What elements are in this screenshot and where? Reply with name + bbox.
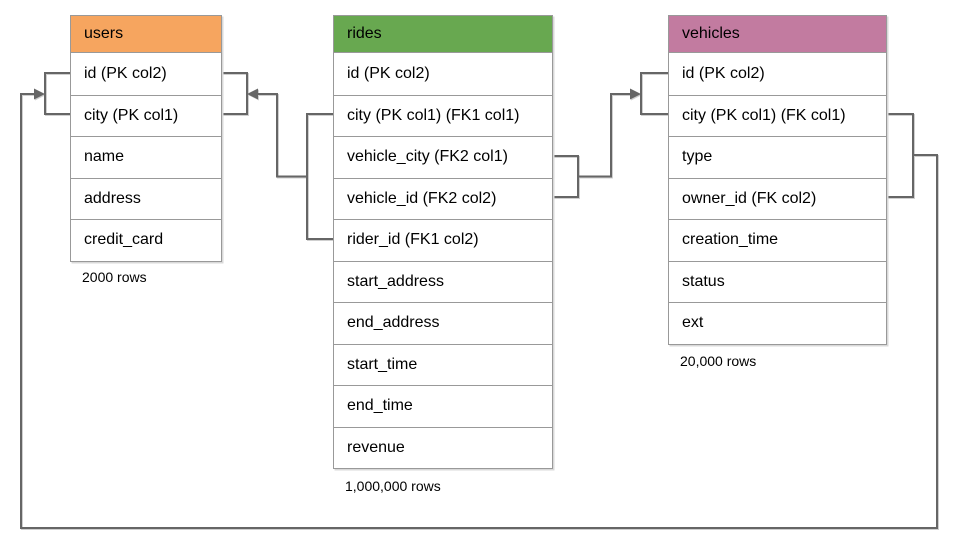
table-row: id (PK col2) xyxy=(71,53,221,95)
arrowhead-into-users-left-icon xyxy=(34,88,45,100)
table-vehicles-rows: id (PK col2)city (PK col1) (FK col1)type… xyxy=(669,53,886,344)
table-rides: rides id (PK col2)city (PK col1) (FK1 co… xyxy=(333,15,553,469)
table-users-header: users xyxy=(71,16,221,53)
row-count-users: 2000 rows xyxy=(82,269,147,285)
table-row: end_address xyxy=(334,302,552,344)
table-vehicles: vehicles id (PK col2)city (PK col1) (FK … xyxy=(668,15,887,345)
table-rides-rows: id (PK col2)city (PK col1) (FK1 col1)veh… xyxy=(334,53,552,468)
table-row: credit_card xyxy=(71,219,221,261)
rides-fk2-to-vehicles-wire xyxy=(578,93,631,178)
rides-fk2-bracket xyxy=(553,155,579,198)
row-count-rides: 1,000,000 rows xyxy=(345,478,441,494)
table-row: rider_id (FK1 col2) xyxy=(334,219,552,261)
table-row: address xyxy=(71,177,221,219)
table-row: vehicle_id (FK2 col2) xyxy=(334,177,552,219)
table-row: creation_time xyxy=(669,219,886,261)
arrowhead-into-vehicles-icon xyxy=(630,88,641,100)
table-row: city (PK col1) xyxy=(71,94,221,136)
vehicles-owner-fk-bracket xyxy=(887,113,914,198)
rides-fk1-to-users-wire xyxy=(258,93,307,178)
table-rides-header: rides xyxy=(334,16,552,53)
table-row: start_address xyxy=(334,260,552,302)
table-row: id (PK col2) xyxy=(334,53,552,95)
table-row: start_time xyxy=(334,343,552,385)
table-vehicles-header: vehicles xyxy=(669,16,886,53)
table-row: city (PK col1) (FK1 col1) xyxy=(334,94,552,136)
table-row: vehicle_city (FK2 col1) xyxy=(334,136,552,178)
table-row: ext xyxy=(669,302,886,344)
table-row: name xyxy=(71,136,221,178)
table-row: city (PK col1) (FK col1) xyxy=(669,94,886,136)
table-row: type xyxy=(669,136,886,178)
users-pk-bracket-inner xyxy=(222,72,248,115)
arrowhead-into-users-right-icon xyxy=(247,88,258,100)
users-pk-bracket-outer xyxy=(44,72,70,115)
vehicles-owner-fk-to-users-wire xyxy=(20,93,938,529)
table-row: owner_id (FK col2) xyxy=(669,177,886,219)
table-row: end_time xyxy=(334,385,552,427)
vehicles-pk-bracket xyxy=(640,72,668,115)
table-row: revenue xyxy=(334,426,552,468)
table-row: id (PK col2) xyxy=(669,53,886,95)
rides-fk1-bracket xyxy=(306,113,333,240)
table-row: status xyxy=(669,260,886,302)
row-count-vehicles: 20,000 rows xyxy=(680,353,757,369)
